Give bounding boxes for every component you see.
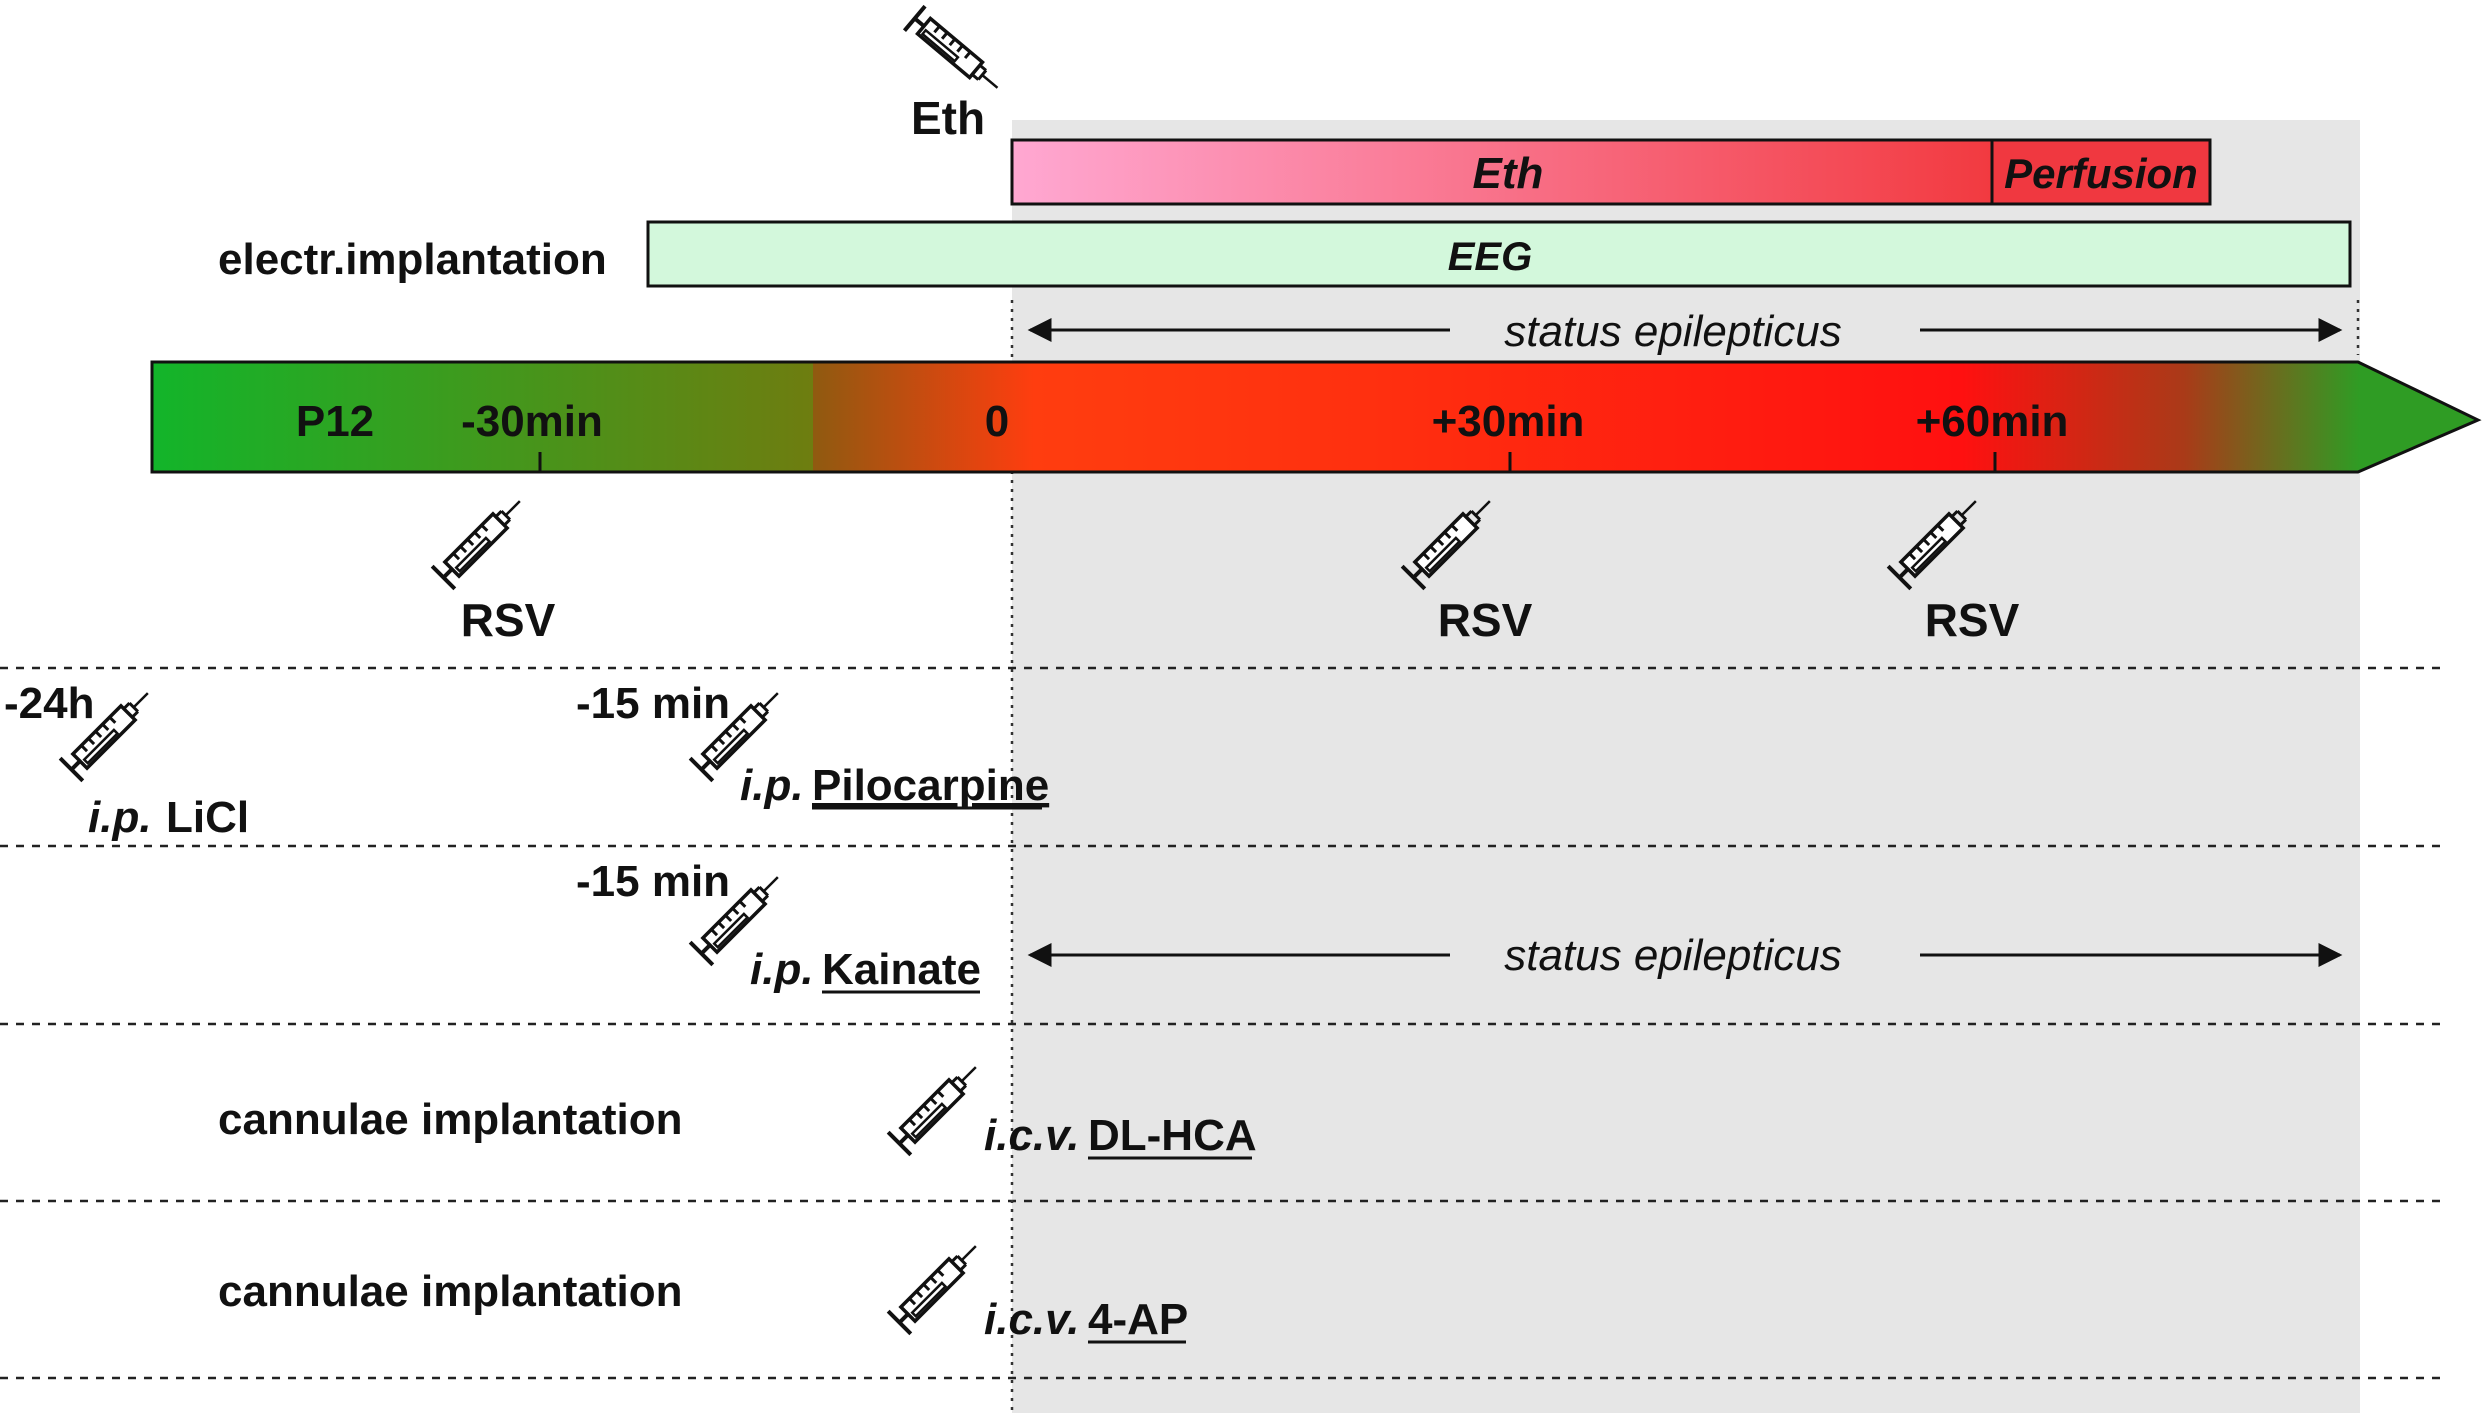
tick-label-plus30: +30min <box>1432 397 1585 446</box>
tick-label-minus30: -30min <box>461 397 603 446</box>
kainate-drug: Kainate <box>822 945 981 994</box>
timeline-ticks <box>538 452 1997 472</box>
eth-injection-label: Eth <box>911 92 985 144</box>
eeg-label: EEG <box>1448 235 1532 279</box>
perfusion-label: Perfusion <box>2004 150 2198 197</box>
pilocarpine-time-label: -15 min <box>576 679 730 728</box>
tick-label-plus60: +60min <box>1916 397 2069 446</box>
rsv-label: RSV <box>461 594 556 646</box>
eth-bar-label: Eth <box>1473 149 1544 198</box>
time-guides <box>1010 300 2360 1413</box>
fourap-drug: 4-AP <box>1088 1295 1188 1344</box>
row-separators <box>0 666 2440 1380</box>
rsv-label: RSV <box>1438 594 1533 646</box>
rsv-label: RSV <box>1925 594 2020 646</box>
licl-drug: LiCl <box>166 793 249 842</box>
syringe-icon <box>888 1056 987 1155</box>
pilocarpine-route: i.p. <box>740 761 804 810</box>
eth-bar <box>1010 138 1994 206</box>
eeg-bar <box>646 220 2352 288</box>
timeline-arrow <box>150 360 2482 474</box>
licl-route: i.p. <box>88 793 152 842</box>
perfusion-bar <box>1990 138 2212 206</box>
kainate-status-label: status epilepticus <box>1504 931 1842 980</box>
pilocarpine-drug: Pilocarpine <box>812 761 1049 810</box>
kainate-time-label: -15 min <box>576 857 730 906</box>
dlhca-drug: DL-HCA <box>1088 1111 1257 1160</box>
status-epilepticus-label: status epilepticus <box>1504 307 1842 356</box>
dlhca-prep-label: cannulae implantation <box>218 1095 683 1144</box>
dlhca-route: i.c.v. <box>984 1111 1079 1160</box>
tick-label-zero: 0 <box>985 397 1009 446</box>
age-label: P12 <box>296 397 374 446</box>
syringe-icon <box>888 1235 987 1334</box>
fourap-prep-label: cannulae implantation <box>218 1267 683 1316</box>
syringe-icon <box>432 490 531 589</box>
fourap-route: i.c.v. <box>984 1295 1079 1344</box>
eth-syringe-icon <box>902 4 1010 103</box>
electrode-implantation-label: electr.implantation <box>218 235 607 284</box>
licl-time-label: -24h <box>4 679 94 728</box>
kainate-route: i.p. <box>750 945 814 994</box>
